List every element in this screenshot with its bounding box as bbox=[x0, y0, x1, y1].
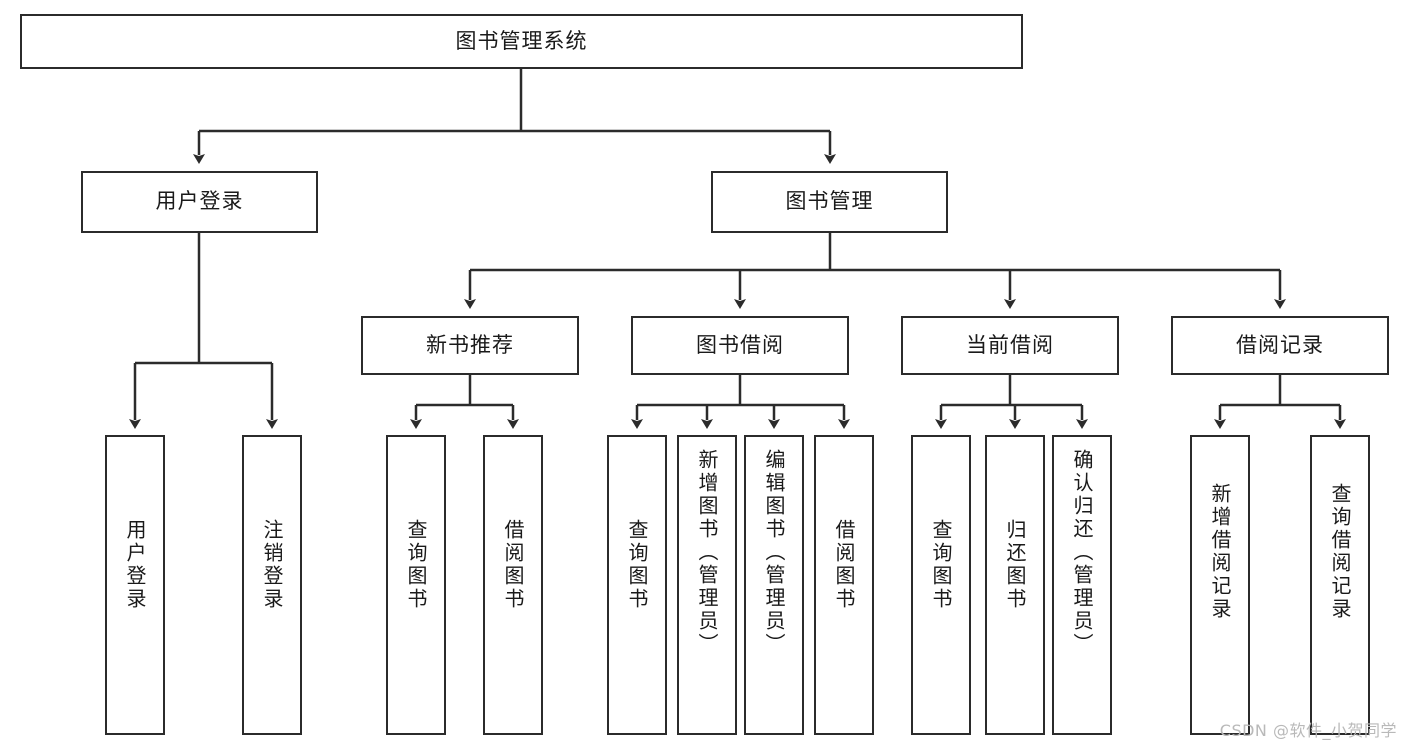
node-leaf-query-record-label: 查询借阅记录 bbox=[1328, 483, 1352, 621]
node-leaf-add-record-label: 新增借阅记录 bbox=[1208, 483, 1232, 621]
node-current-borrow-label: 当前借阅 bbox=[966, 332, 1054, 357]
node-book-manage-label: 图书管理 bbox=[785, 189, 874, 214]
node-new-book-rec[interactable]: 新书推荐 bbox=[361, 316, 579, 375]
node-leaf-query-book-1[interactable]: 查询图书 bbox=[386, 435, 446, 735]
node-root-label: 图书管理系统 bbox=[455, 28, 588, 53]
node-book-borrow[interactable]: 图书借阅 bbox=[631, 316, 849, 375]
node-leaf-edit-book[interactable]: 编辑图书（管理员） bbox=[744, 435, 804, 735]
node-leaf-borrow-book-1[interactable]: 借阅图书 bbox=[483, 435, 543, 735]
node-leaf-query-book-2-label: 查询图书 bbox=[625, 519, 649, 611]
node-book-manage[interactable]: 图书管理 bbox=[711, 171, 948, 233]
node-leaf-user-login[interactable]: 用户登录 bbox=[105, 435, 165, 735]
node-leaf-logout-label: 注销登录 bbox=[260, 519, 284, 611]
node-leaf-logout[interactable]: 注销登录 bbox=[242, 435, 302, 735]
node-user-login-label: 用户登录 bbox=[155, 189, 244, 214]
node-leaf-return-book-label: 归还图书 bbox=[1003, 519, 1027, 611]
node-borrow-record[interactable]: 借阅记录 bbox=[1171, 316, 1389, 375]
node-leaf-borrow-book-2[interactable]: 借阅图书 bbox=[814, 435, 874, 735]
node-new-book-rec-label: 新书推荐 bbox=[426, 332, 514, 357]
node-leaf-add-book[interactable]: 新增图书（管理员） bbox=[677, 435, 737, 735]
node-leaf-confirm-return[interactable]: 确认归还（管理员） bbox=[1052, 435, 1112, 735]
node-leaf-borrow-book-1-label: 借阅图书 bbox=[501, 519, 525, 611]
node-user-login[interactable]: 用户登录 bbox=[81, 171, 318, 233]
node-leaf-query-book-3-label: 查询图书 bbox=[929, 519, 953, 611]
node-leaf-query-record[interactable]: 查询借阅记录 bbox=[1310, 435, 1370, 735]
node-leaf-edit-book-label: 编辑图书（管理员） bbox=[762, 449, 786, 656]
node-borrow-record-label: 借阅记录 bbox=[1236, 332, 1324, 357]
node-leaf-return-book[interactable]: 归还图书 bbox=[985, 435, 1045, 735]
node-leaf-borrow-book-2-label: 借阅图书 bbox=[832, 519, 856, 611]
node-leaf-add-record[interactable]: 新增借阅记录 bbox=[1190, 435, 1250, 735]
node-leaf-confirm-return-label: 确认归还（管理员） bbox=[1070, 449, 1094, 656]
node-leaf-query-book-3[interactable]: 查询图书 bbox=[911, 435, 971, 735]
node-leaf-user-login-label: 用户登录 bbox=[123, 519, 147, 611]
node-leaf-add-book-label: 新增图书（管理员） bbox=[695, 449, 719, 656]
node-leaf-query-book-2[interactable]: 查询图书 bbox=[607, 435, 667, 735]
node-leaf-query-book-1-label: 查询图书 bbox=[404, 519, 428, 611]
node-book-borrow-label: 图书借阅 bbox=[696, 332, 784, 357]
csdn-watermark: CSDN @软件_小贺同学 bbox=[1219, 721, 1397, 740]
node-root[interactable]: 图书管理系统 bbox=[20, 14, 1023, 69]
node-current-borrow[interactable]: 当前借阅 bbox=[901, 316, 1119, 375]
